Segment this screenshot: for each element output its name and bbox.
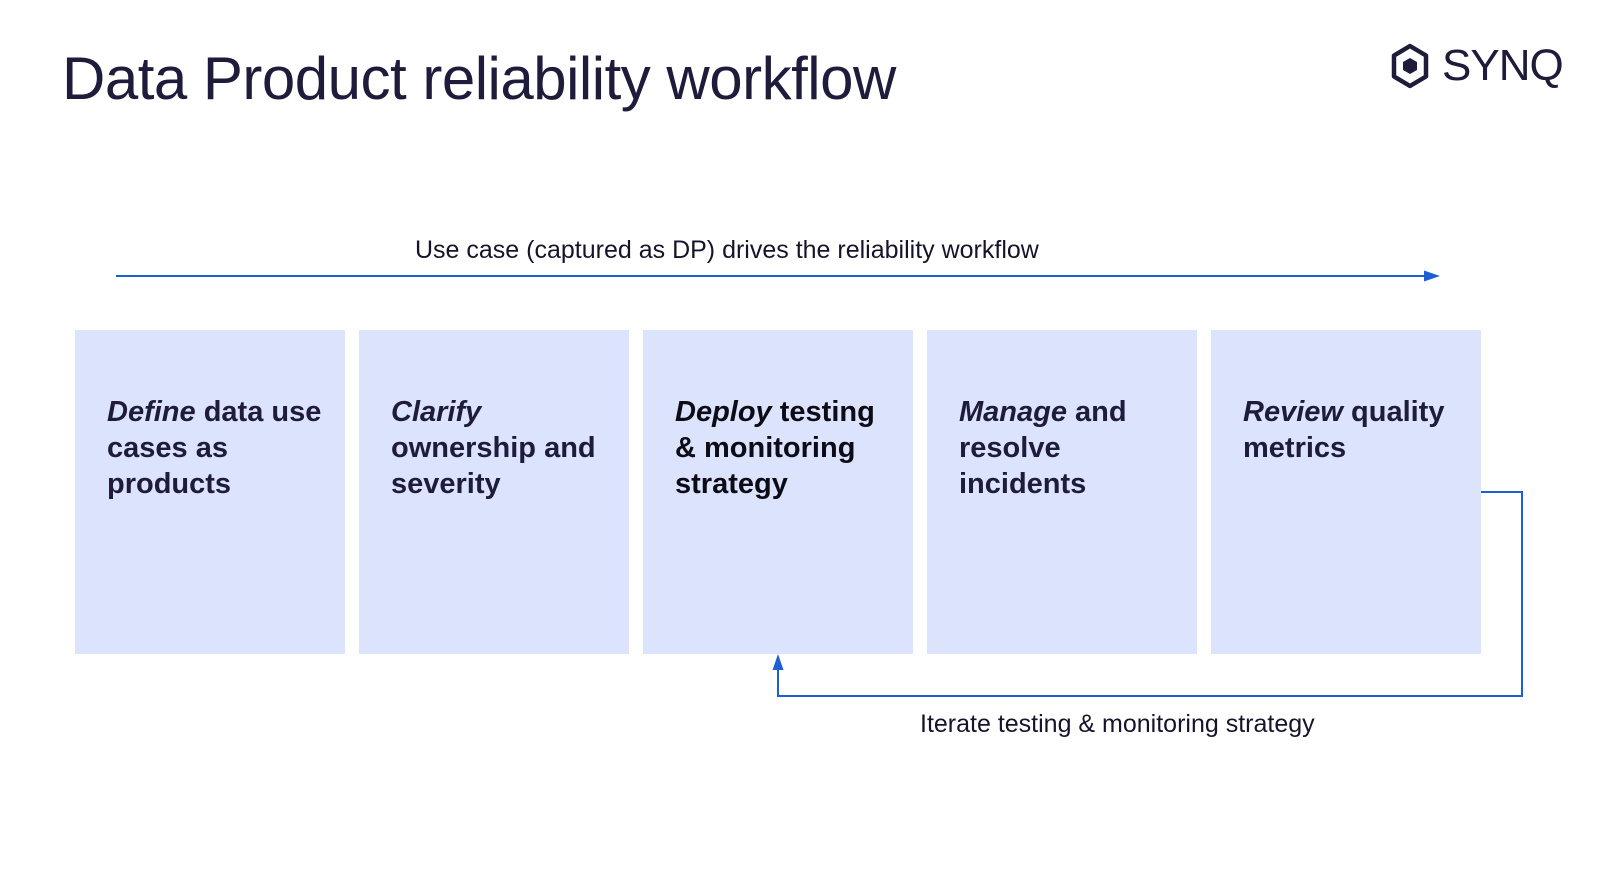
step-emphasis: Manage: [959, 396, 1067, 428]
step-text: ownership and severity: [391, 432, 596, 500]
step-clarify: Clarify ownership and severity: [359, 330, 629, 654]
logo-text: SYNQ: [1442, 41, 1564, 90]
feedback-label: Iterate testing & monitoring strategy: [920, 710, 1315, 738]
step-manage: Manage and resolve incidents: [927, 330, 1197, 654]
hexagon-logo-icon: [1391, 43, 1429, 89]
step-review: Review quality metrics: [1211, 330, 1481, 654]
page-title: Data Product reliability workflow: [62, 45, 896, 112]
step-text: quality metrics: [1243, 396, 1445, 464]
step-emphasis: Clarify: [391, 396, 482, 428]
flow-label: Use case (captured as DP) drives the rel…: [415, 236, 1039, 264]
step-deploy: Deploy testing & monitoring strategy: [643, 330, 913, 654]
feedback-arrowhead: [772, 654, 784, 670]
synq-logo: SYNQ: [1388, 40, 1564, 92]
step-emphasis: Define: [107, 396, 196, 428]
step-text: data use cases as products: [107, 396, 322, 500]
step-define: Define data use cases as products: [75, 330, 345, 654]
step-emphasis: Review: [1243, 396, 1343, 428]
step-text: and resolve incidents: [959, 396, 1127, 500]
flow-arrowhead: [1424, 270, 1440, 282]
step-text: testing & monitoring strategy: [675, 396, 875, 500]
step-emphasis: Deploy: [675, 396, 772, 428]
